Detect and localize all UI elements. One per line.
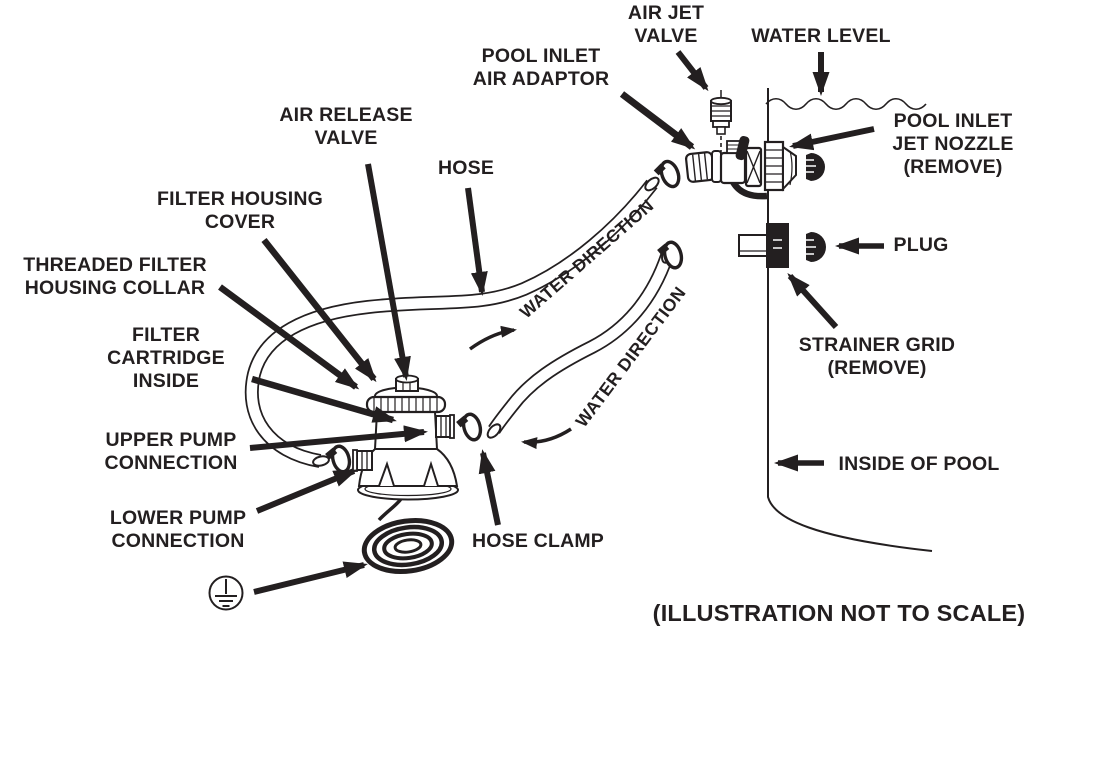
arrow-filter-housing-cover <box>261 237 377 383</box>
arrow-hose <box>465 187 488 296</box>
arrow-threaded-collar <box>218 284 360 390</box>
label-lower-pump-connection: LOWER PUMP CONNECTION <box>109 507 247 552</box>
strainer-grid-illustration <box>738 223 826 268</box>
hose-clamp-lower-hose-top <box>657 240 684 270</box>
water-level-wave <box>765 97 927 111</box>
arrow-strainer-grid <box>787 273 839 330</box>
hose-clamp-adaptor <box>653 159 681 189</box>
power-cord-coil <box>361 517 455 575</box>
arrow-jet-nozzle <box>789 126 875 151</box>
label-filter-housing-cover: FILTER HOUSING COVER <box>156 188 324 233</box>
label-threaded-filter-housing-collar: THREADED FILTER HOUSING COLLAR <box>23 254 207 299</box>
arrow-air-jet-valve <box>675 50 709 92</box>
arrow-water-direction-lower <box>521 427 572 450</box>
callout-arrows <box>218 50 884 595</box>
hose-clamp-pump-left <box>325 444 352 474</box>
arrow-filter-cartridge <box>251 375 397 424</box>
label-pool-inlet-jet-nozzle: POOL INLET JET NOZZLE (REMOVE) <box>892 110 1014 178</box>
label-upper-pump-connection: UPPER PUMP CONNECTION <box>104 429 238 474</box>
lower-pump-connection-stub <box>352 449 373 472</box>
pool-wall <box>765 88 933 552</box>
label-water-level: WATER LEVEL <box>751 25 891 47</box>
air-release-valve-cap <box>395 374 419 392</box>
plug-removed-part <box>806 232 826 262</box>
arrow-upper-pump-connection <box>249 425 428 451</box>
adaptor-right-connector <box>744 146 763 188</box>
air-jet-valve-illustration <box>710 90 732 158</box>
filter-pump-illustration <box>352 374 459 575</box>
hose-clamp-pump-right <box>456 412 483 442</box>
label-inside-of-pool: INSIDE OF POOL <box>838 453 1000 475</box>
label-hose: HOSE <box>437 157 495 179</box>
arrow-air-release-valve <box>365 163 411 381</box>
label-filter-cartridge-inside: FILTER CARTRIDGE INSIDE <box>107 324 225 392</box>
upper-pump-connection-stub <box>435 414 455 439</box>
label-hose-clamp: HOSE CLAMP <box>471 530 605 552</box>
arrow-ground-symbol <box>253 561 368 595</box>
label-plug: PLUG <box>893 234 949 256</box>
label-illustration-not-to-scale: (ILLUSTRATION NOT TO SCALE) <box>652 600 1026 626</box>
label-strainer-grid: STRAINER GRID (REMOVE) <box>798 334 956 379</box>
arrow-water-direction-upper <box>468 325 517 351</box>
jet-nozzle-illustration <box>763 140 826 192</box>
hose-clamp-icons <box>325 159 684 474</box>
pool-inlet-air-adaptor-illustration <box>685 136 768 200</box>
label-air-release-valve: AIR RELEASE VALVE <box>279 104 413 149</box>
arrow-hose-clamp <box>478 449 501 526</box>
label-pool-inlet-air-adaptor: POOL INLET AIR ADAPTOR <box>472 45 610 90</box>
ground-symbol-icon <box>208 575 244 611</box>
label-air-jet-valve: AIR JET VALVE <box>627 2 705 47</box>
threaded-collar-shape <box>365 395 447 414</box>
jet-nozzle-removed-part <box>806 153 826 181</box>
arrow-pool-inlet-air-adaptor <box>619 91 696 150</box>
upper-hose <box>244 176 660 468</box>
arrow-lower-pump-connection <box>255 468 358 514</box>
